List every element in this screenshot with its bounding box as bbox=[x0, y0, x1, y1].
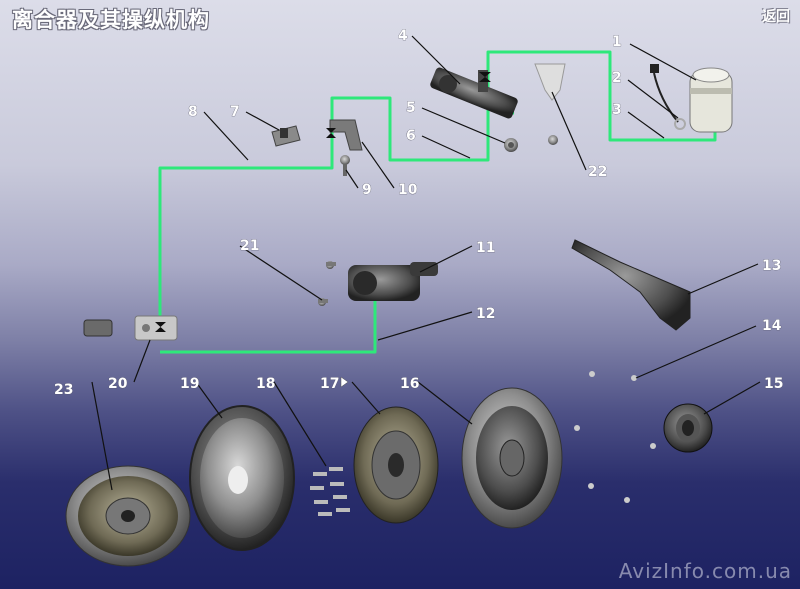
part-slave-cylinder bbox=[348, 262, 438, 301]
watermark: AvizInfo.com.ua bbox=[618, 559, 792, 583]
callout-5: 5 bbox=[406, 100, 416, 116]
part-release-bearing bbox=[663, 403, 713, 453]
callout-6: 6 bbox=[406, 128, 416, 144]
part-nut bbox=[504, 138, 518, 152]
callout-1: 1 bbox=[612, 34, 622, 50]
callout-7: 7 bbox=[230, 104, 240, 120]
part-clutch-disc bbox=[353, 406, 439, 524]
part-flywheel bbox=[189, 405, 295, 551]
part-screws-14 bbox=[574, 371, 656, 503]
callout-9: 9 bbox=[362, 182, 372, 198]
callout-8: 8 bbox=[188, 104, 198, 120]
callout-13: 13 bbox=[762, 258, 781, 274]
callout-2: 2 bbox=[612, 70, 622, 86]
part-bolts-21 bbox=[318, 261, 336, 306]
callout-10: 10 bbox=[398, 182, 418, 198]
part-release-fork bbox=[571, 239, 691, 331]
callout-19: 19 bbox=[180, 376, 199, 392]
callout-22: 22 bbox=[588, 164, 607, 180]
callout-labels: 1 2 3 4 5 6 7 8 9 10 11 12 13 14 15 16 1… bbox=[54, 28, 784, 399]
hydraulic-hose bbox=[158, 50, 717, 354]
part-bracket-plate bbox=[83, 315, 178, 341]
leader-lines bbox=[91, 35, 761, 491]
callout-3: 3 bbox=[612, 102, 622, 118]
part-reservoir bbox=[689, 67, 733, 133]
callout-15: 15 bbox=[764, 376, 783, 392]
part-clip-bracket bbox=[534, 63, 566, 145]
page-title: 离合器及其操纵机构 bbox=[12, 8, 210, 32]
play-triangle-icon[interactable] bbox=[340, 376, 349, 388]
callout-4: 4 bbox=[398, 28, 408, 44]
callout-20: 20 bbox=[108, 376, 128, 392]
callout-12: 12 bbox=[476, 306, 495, 322]
part-clutch-assembly bbox=[65, 465, 191, 567]
part-flywheel-bolts bbox=[310, 467, 350, 516]
callout-23: 23 bbox=[54, 382, 73, 398]
back-button[interactable]: 返回 bbox=[762, 9, 790, 25]
callout-16: 16 bbox=[400, 376, 419, 392]
part-pressure-plate bbox=[461, 387, 563, 529]
callout-18: 18 bbox=[256, 376, 275, 392]
callout-11: 11 bbox=[476, 240, 495, 256]
part-master-cylinder bbox=[430, 67, 518, 119]
part-sensor-wire bbox=[650, 64, 686, 130]
hose-junction-markers bbox=[155, 72, 491, 332]
part-clip bbox=[271, 125, 301, 147]
callout-14: 14 bbox=[762, 318, 782, 334]
callout-17: 17 bbox=[320, 376, 339, 392]
callout-21: 21 bbox=[240, 238, 259, 254]
